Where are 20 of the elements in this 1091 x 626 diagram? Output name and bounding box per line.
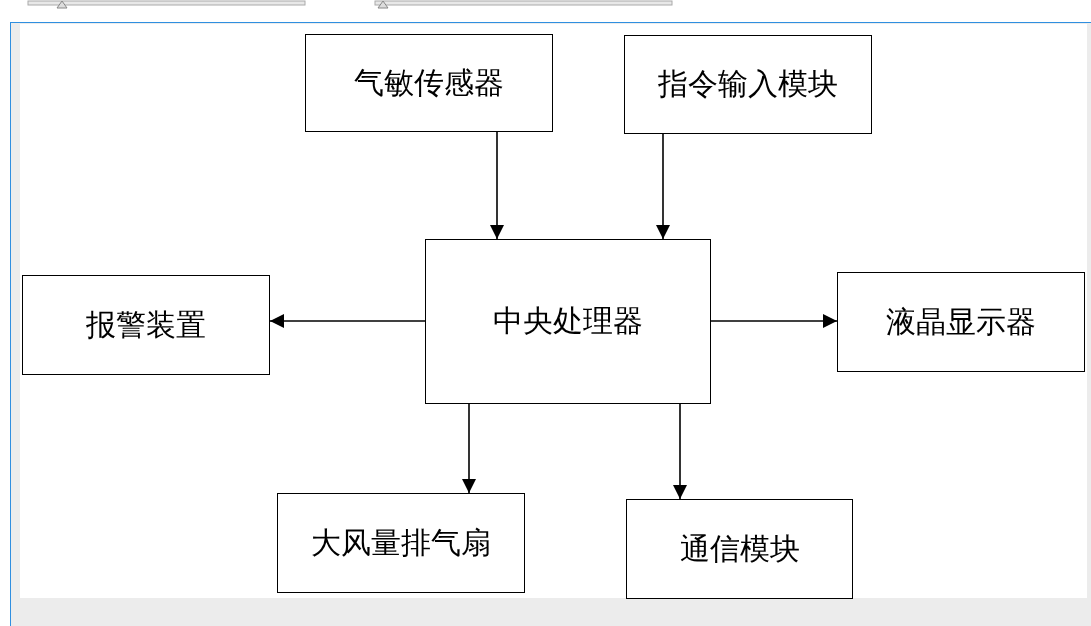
arrow [490, 131, 504, 240]
box-label: 中央处理器 [493, 302, 643, 340]
box-label: 大风量排气扇 [311, 523, 491, 562]
arrow [656, 133, 670, 240]
box-label: 气敏传感器 [354, 63, 504, 102]
process-box [22, 275, 270, 375]
box-label: 通信模块 [679, 529, 800, 568]
box-label: 液晶显示器 [886, 302, 1036, 341]
process-box [277, 493, 525, 593]
process-box [305, 34, 553, 132]
process-box [626, 499, 853, 599]
process-box [837, 272, 1085, 372]
arrow [462, 403, 476, 494]
box-label: 报警装置 [86, 305, 206, 344]
process-box [624, 35, 872, 134]
box-label: 指令输入模块 [658, 65, 838, 103]
arrow [673, 403, 687, 500]
process-box [425, 239, 711, 404]
arrow [710, 314, 838, 328]
arrow [269, 314, 426, 328]
